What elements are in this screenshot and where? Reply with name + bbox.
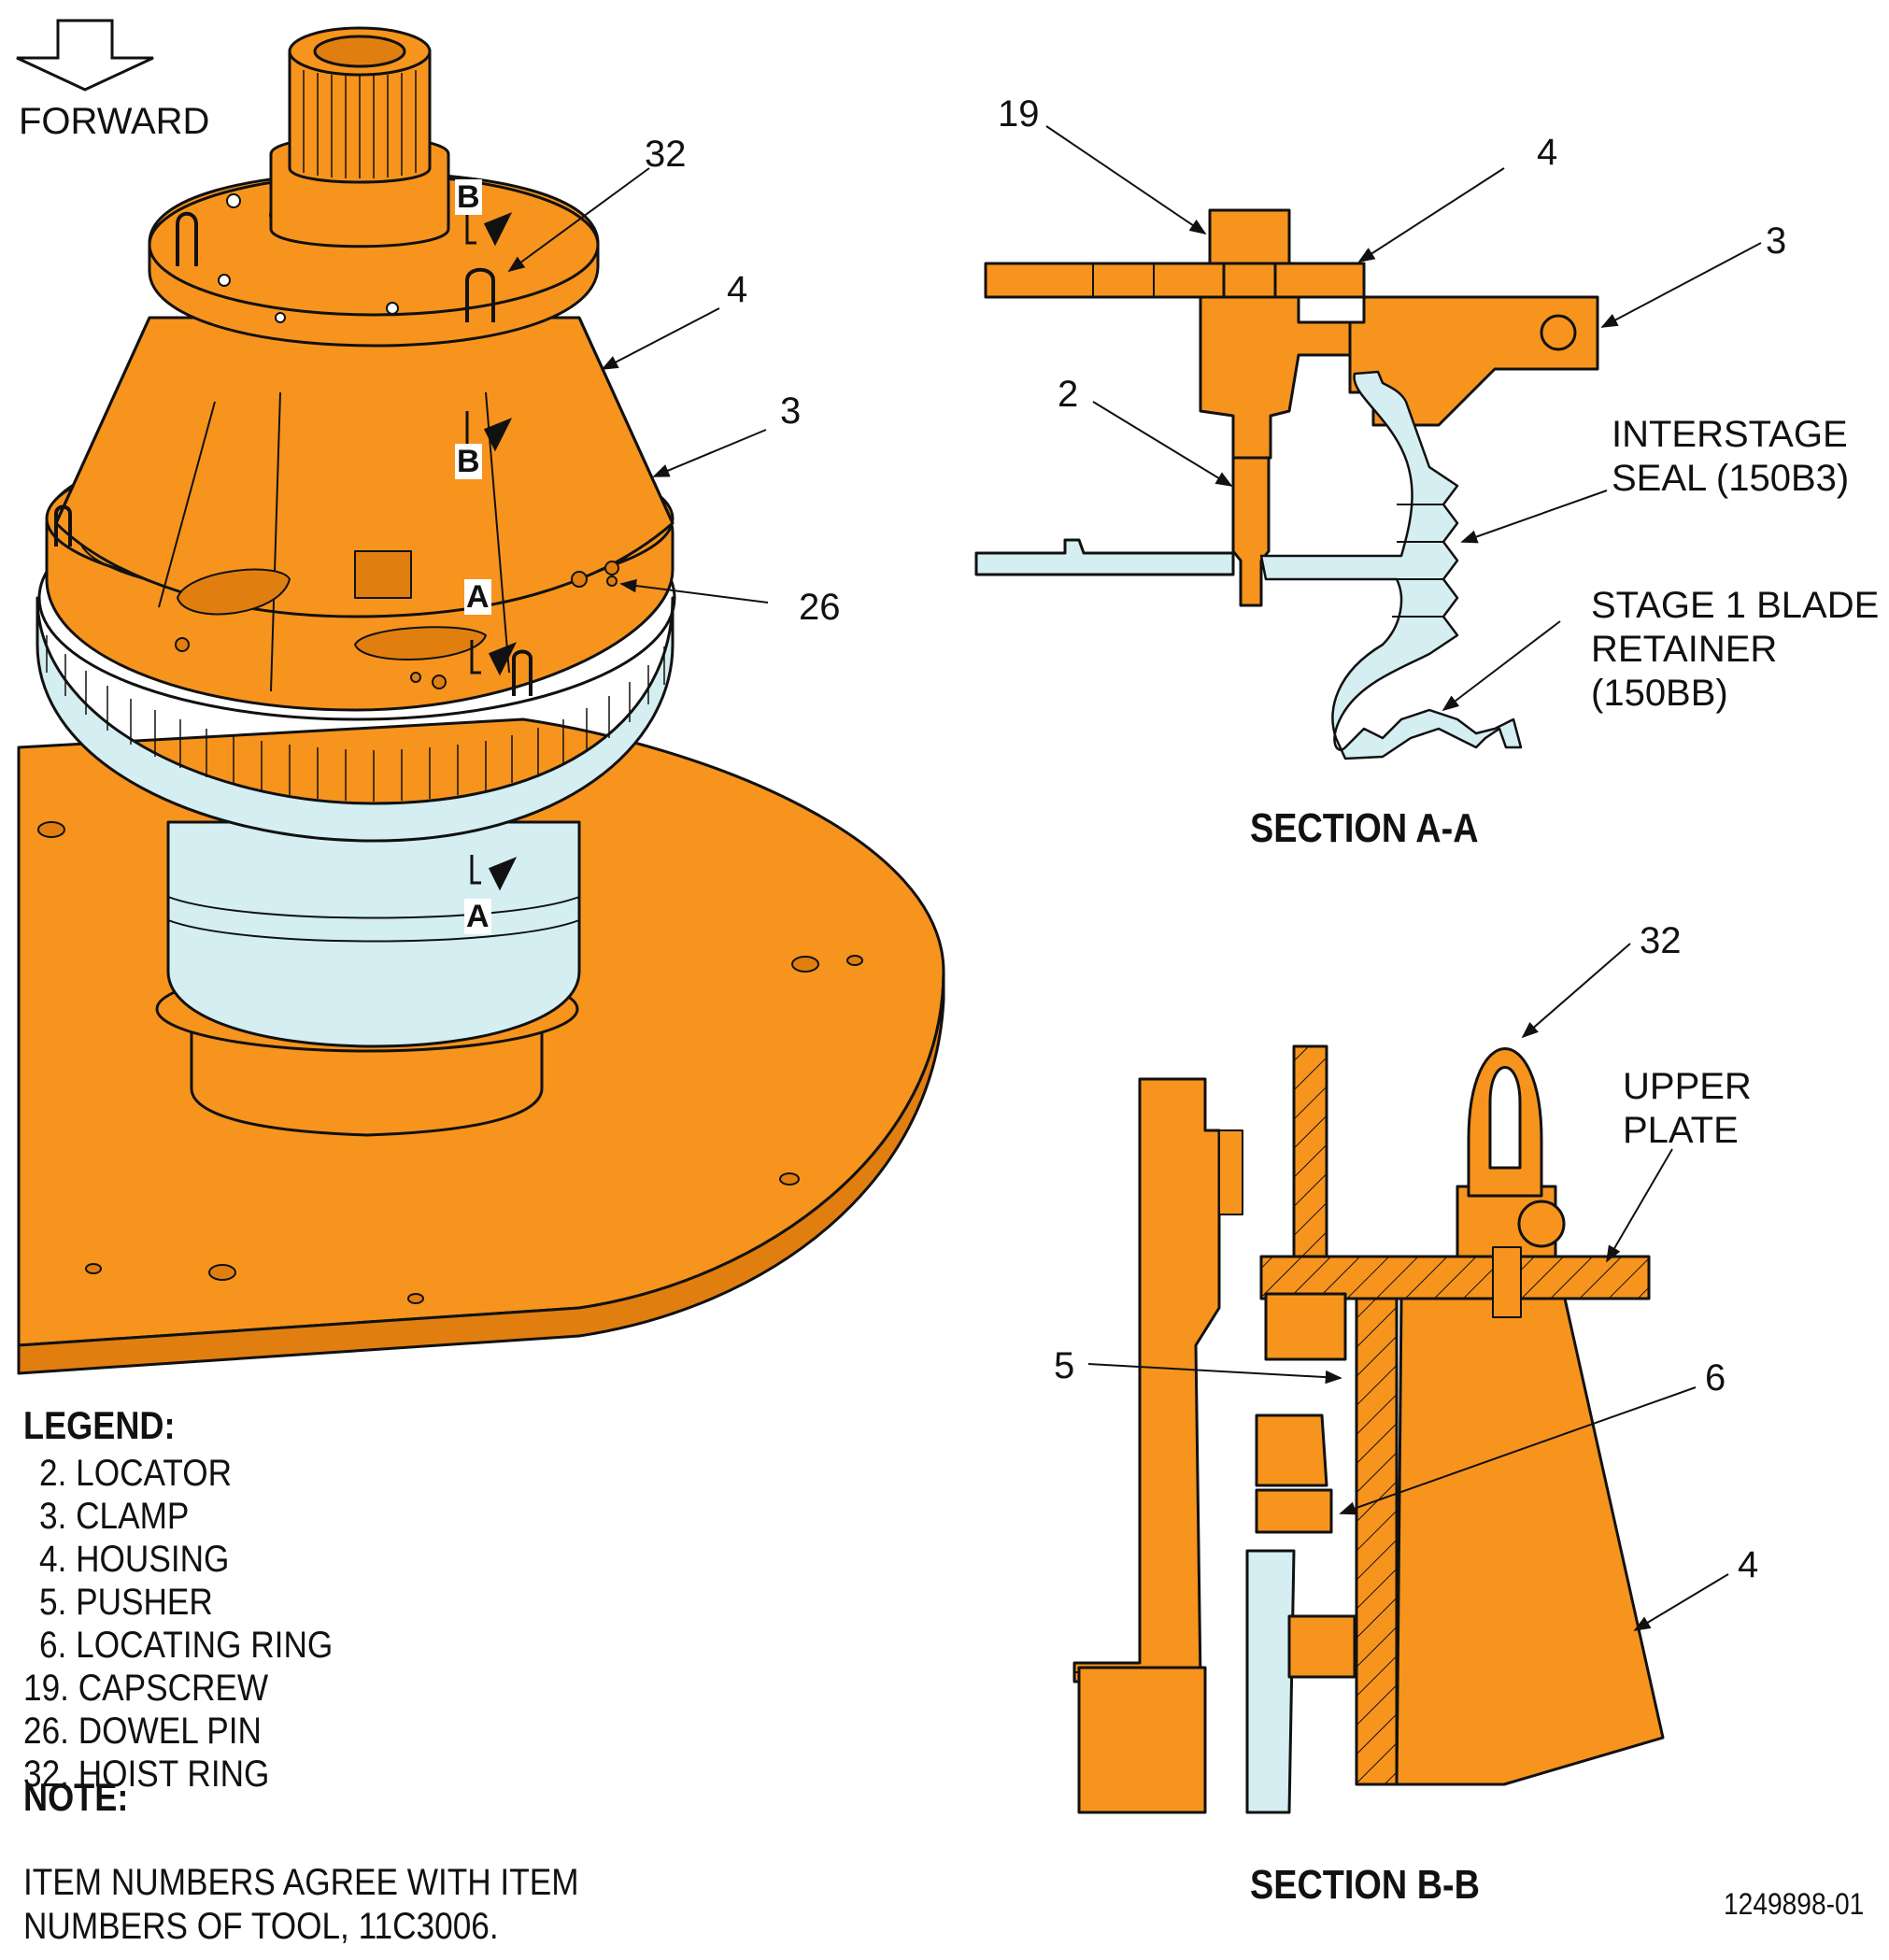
callout-4-main: 4 (727, 269, 748, 310)
callout-26-main: 26 (799, 587, 841, 628)
forward-arrow-icon (16, 19, 154, 92)
section-aa-title: SECTION A-A (1250, 805, 1479, 851)
callout-4-aa: 4 (1537, 132, 1558, 173)
note-line: ITEM NUMBERS AGREE WITH ITEM (23, 1862, 579, 1903)
legend-item: 5. PUSHER (39, 1582, 213, 1623)
section-mark-a-bottom: A (464, 899, 491, 934)
label-blade-retainer-line3: (150BB) (1591, 673, 1728, 714)
note-title: NOTE: (23, 1775, 129, 1819)
legend-item: 19. CAPSCREW (23, 1668, 269, 1709)
section-bb-title: SECTION B-B (1250, 1862, 1480, 1908)
label-upper-plate-line1: UPPER (1623, 1066, 1752, 1107)
section-mark-b-top: B (455, 179, 482, 215)
section-bb-leaders (1087, 943, 1729, 1631)
legend-item: 2. LOCATOR (39, 1453, 233, 1494)
section-mark-b-bottom: B (455, 444, 482, 479)
legend-title: LEGEND: (23, 1403, 176, 1447)
main-leader-lines (507, 167, 769, 604)
callout-2-aa: 2 (1058, 374, 1079, 415)
label-blade-retainer-line1: STAGE 1 BLADE (1591, 585, 1880, 626)
section-mark-a-top: A (464, 579, 491, 615)
section-aa-drawing (974, 208, 1599, 760)
callout-32-main: 32 (645, 134, 687, 175)
figure-id: 1249898-01 (1724, 1887, 1865, 1921)
legend-item: 6. LOCATING RING (39, 1625, 334, 1666)
section-bb-drawing (1072, 1044, 1665, 1814)
callout-5-bb: 5 (1054, 1345, 1075, 1386)
legend-item: 32. HOIST RING (23, 1754, 270, 1795)
legend-item: 26. DOWEL PIN (23, 1711, 262, 1752)
forward-label: FORWARD (19, 101, 210, 142)
label-interstage-seal-line1: INTERSTAGE (1612, 414, 1848, 455)
label-blade-retainer-line2: RETAINER (1591, 629, 1778, 670)
callout-32-bb: 32 (1640, 920, 1682, 961)
section-aa-leaders (1045, 125, 1762, 712)
label-interstage-seal-line2: SEAL (150B3) (1612, 458, 1850, 499)
label-upper-plate-line2: PLATE (1623, 1110, 1739, 1151)
callout-19-aa: 19 (998, 93, 1040, 135)
callout-3-main: 3 (780, 391, 802, 432)
callout-4-bb: 4 (1738, 1544, 1759, 1585)
legend-item: 4. HOUSING (39, 1539, 230, 1580)
main-assembly-view (17, 26, 945, 1375)
callout-6-bb: 6 (1705, 1357, 1726, 1399)
callout-3-aa: 3 (1766, 220, 1787, 262)
legend-item: 3. CLAMP (39, 1496, 190, 1537)
note-line: NUMBERS OF TOOL, 11C3006. (23, 1906, 499, 1947)
